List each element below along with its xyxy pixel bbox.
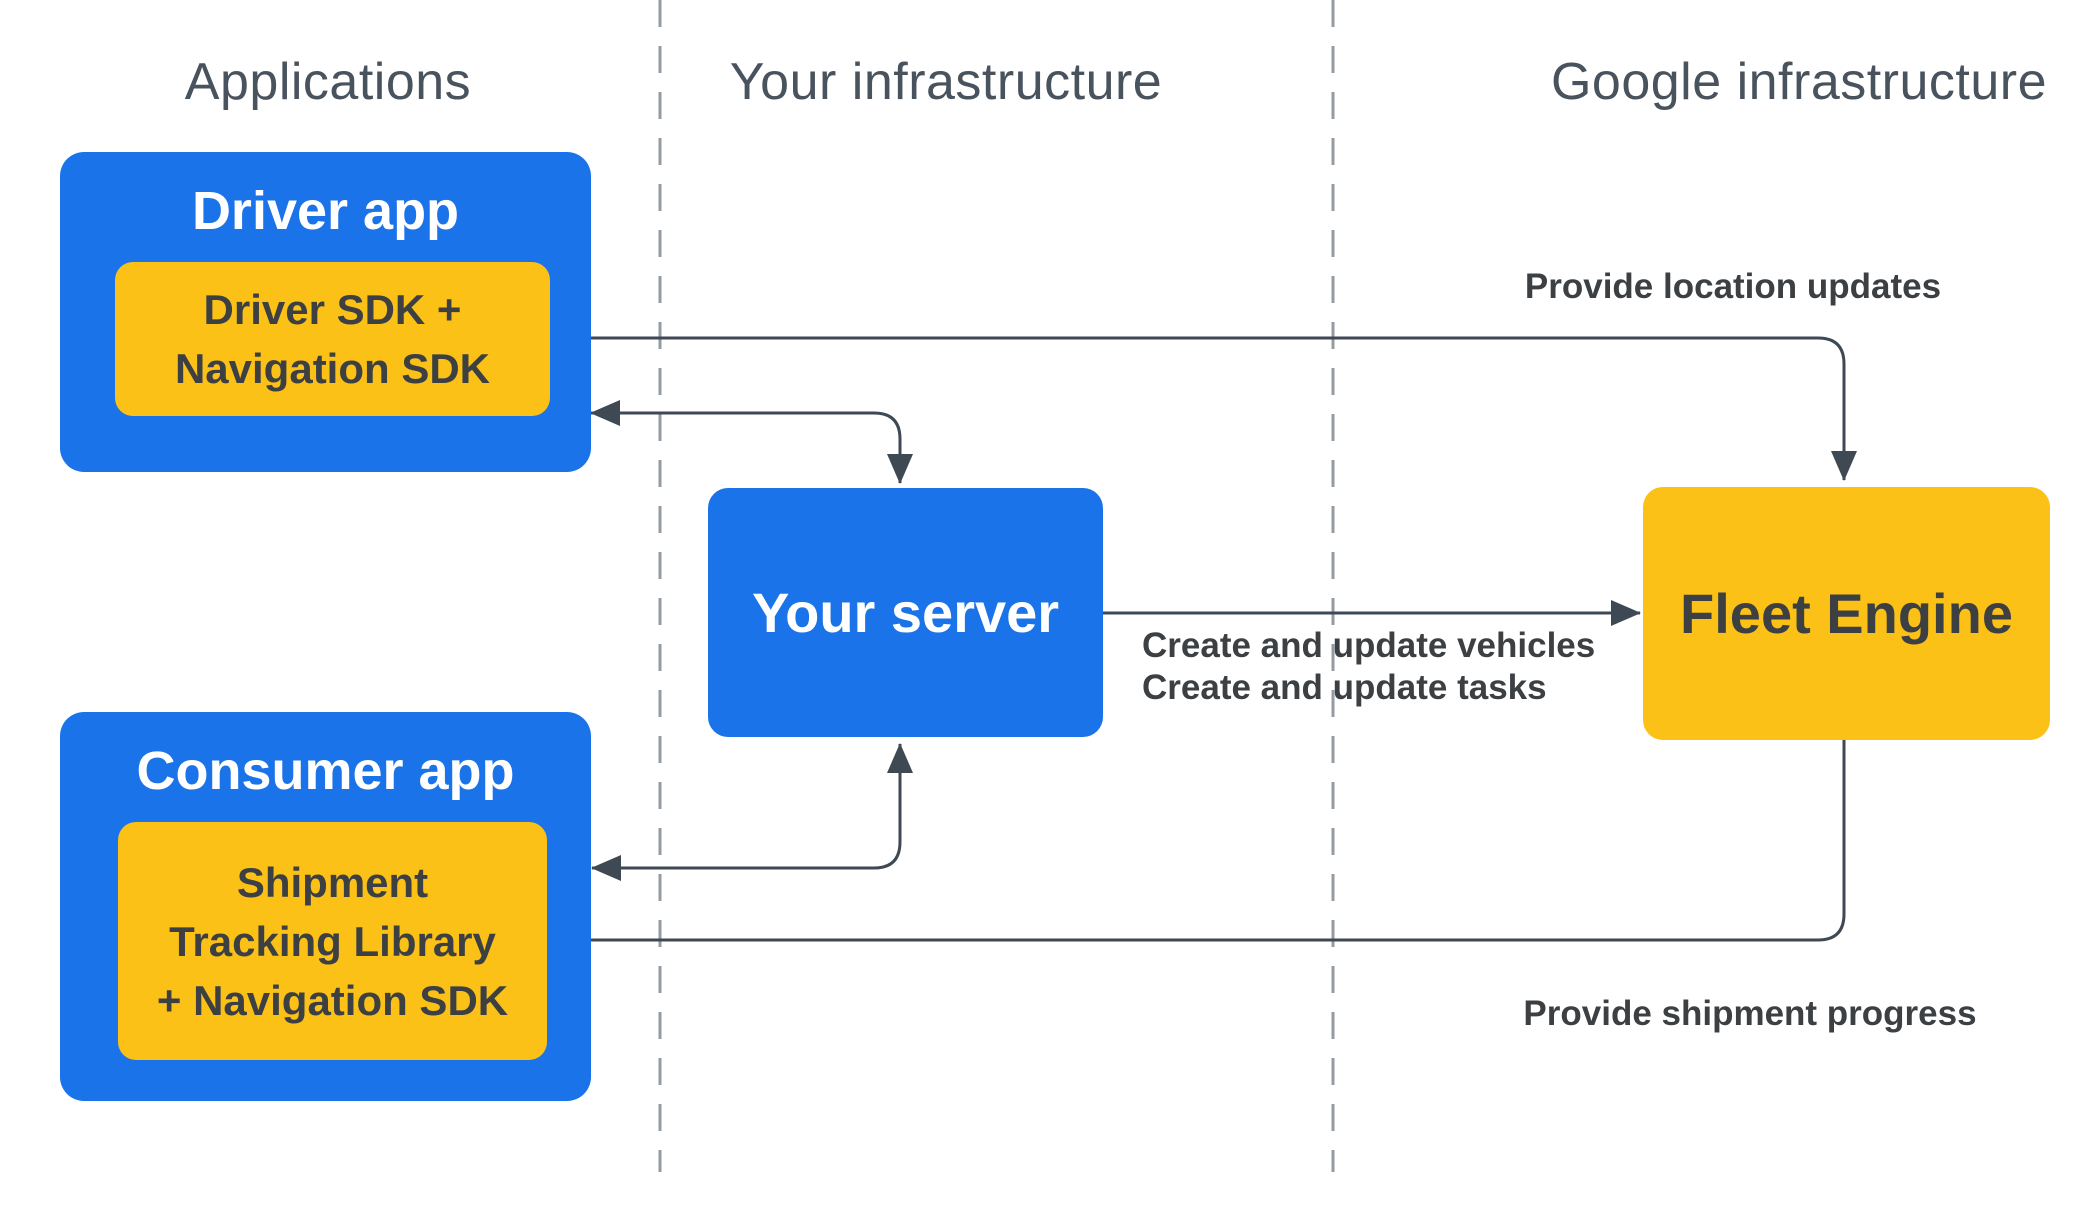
- edge-label-create-vehicles: Create and update vehicles: [1142, 626, 1596, 665]
- lane-label-applications: Applications: [184, 53, 472, 111]
- edge-label-provide-shipment-progress: Provide shipment progress: [1523, 994, 1977, 1033]
- your-server-title: Your server: [751, 581, 1060, 644]
- your-server-node: Your server: [708, 488, 1103, 737]
- lane-label-google-infrastructure: Google infrastructure: [1550, 53, 2048, 111]
- driver-sdk-line2: Navigation SDK: [174, 345, 491, 392]
- shipment-tracking-library-node: Shipment Tracking Library + Navigation S…: [118, 822, 547, 1060]
- lane-label-your-infrastructure: Your infrastructure: [729, 53, 1163, 111]
- arrow-consumer-app-your-server: [591, 743, 913, 881]
- arrow-provide-location-updates: [552, 325, 1857, 481]
- fleet-engine-title: Fleet Engine: [1680, 582, 2013, 645]
- edge-label-create-tasks: Create and update tasks: [1142, 668, 1547, 707]
- driver-sdk-node: Driver SDK + Navigation SDK: [115, 262, 550, 416]
- driver-sdk-line1: Driver SDK +: [203, 286, 462, 333]
- edge-label-create-and-update: Create and update vehicles Create and up…: [1142, 625, 1595, 709]
- edge-label-provide-location-updates: Provide location updates: [1524, 267, 1942, 306]
- fleet-engine-node: Fleet Engine: [1643, 487, 2050, 740]
- arrow-driver-app-your-server: [590, 400, 913, 484]
- shipment-line1: Shipment: [236, 858, 429, 906]
- arrow-provide-shipment-progress: [550, 740, 1846, 953]
- consumer-app-title: Consumer app: [136, 741, 515, 801]
- shipment-line2: Tracking Library: [169, 917, 496, 965]
- shipment-line3: + Navigation SDK: [156, 976, 509, 1024]
- driver-app-title: Driver app: [191, 181, 460, 241]
